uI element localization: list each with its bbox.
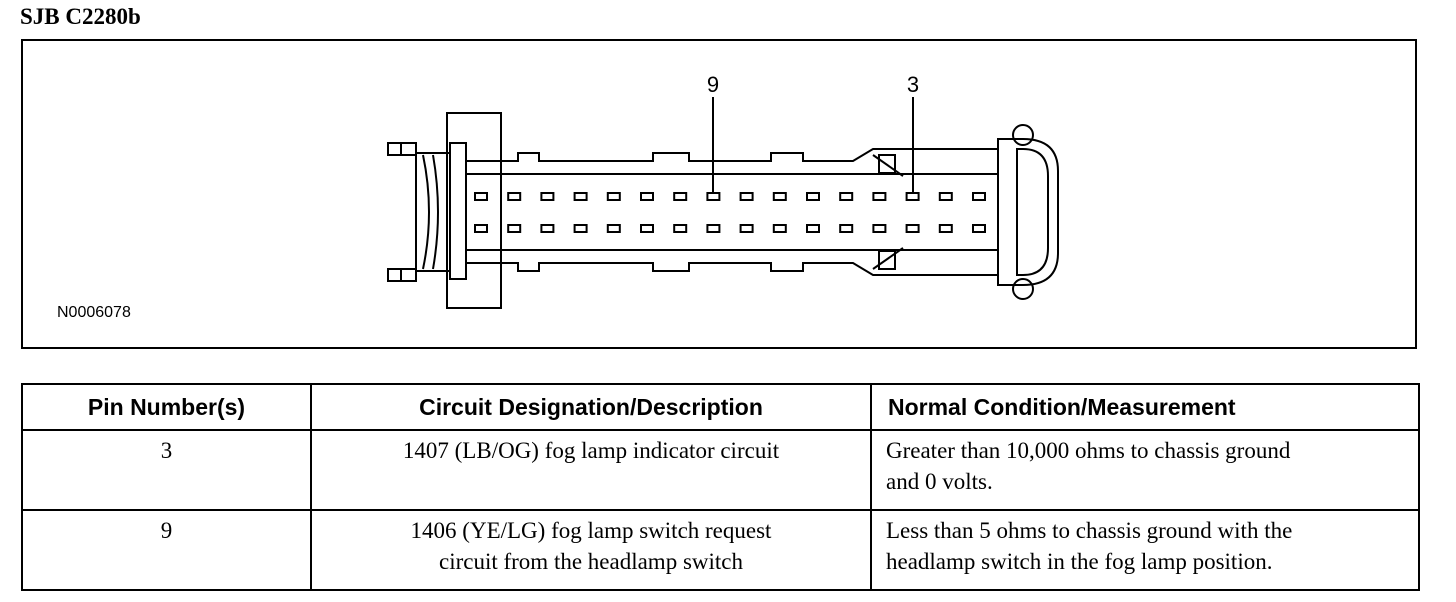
circuit-cell: 1407 (LB/OG) fog lamp indicator circuit [310,429,872,511]
pin-cavity [905,192,920,201]
pin-cavity [938,224,953,233]
pin-cavity [772,192,787,201]
pin-cavity [474,192,488,201]
circuit-line: circuit from the headlamp switch [438,549,743,574]
pin-cavity [972,224,986,233]
pin-cavity [872,192,887,201]
top-latch [1012,124,1034,146]
pin-cavity [806,224,820,233]
connector-drawing [387,97,1059,309]
pin-cavity [972,192,986,201]
pin-cavity [507,224,522,233]
measurement-line: Less than 5 ohms to chassis ground with … [886,518,1293,543]
header-normal-condition: Normal Condition/Measurement [870,383,1420,431]
pin-cavity [905,224,920,233]
pin-cavity [507,192,522,201]
pin-cavity [640,192,654,201]
pin-callout-9: 9 [706,72,720,97]
pin-cavity [938,192,953,201]
pin-cavity [706,224,721,233]
table-row: 9 1406 (YE/LG) fog lamp switch request c… [21,509,1420,591]
pin-cavity [573,192,588,201]
pin-number-cell: 3 [21,429,312,511]
measurement-cell: Greater than 10,000 ohms to chassis grou… [870,429,1420,511]
measurement-line: Greater than 10,000 ohms to chassis grou… [886,438,1291,463]
pin-cavity [474,224,488,233]
pin-cavity [606,224,621,233]
pin-cavity [806,192,820,201]
measurement-cell: Less than 5 ohms to chassis ground with … [870,509,1420,591]
pin-cavity [673,192,688,201]
pin-number-cell: 9 [21,509,312,591]
table-row: 3 1407 (LB/OG) fog lamp indicator circui… [21,429,1420,511]
pin-table: Pin Number(s) Circuit Designation/Descri… [21,383,1420,591]
pin-cavities [474,192,986,233]
pin-cavity [839,224,854,233]
pin-cavity [573,224,588,233]
measurement-line: headlamp switch in the fog lamp position… [886,549,1273,574]
pin-cavity [772,224,787,233]
pin-callout-3: 3 [906,72,920,97]
pin-cavity [540,224,555,233]
bottom-latch [1012,278,1034,300]
pin-cavity [739,224,754,233]
header-pin-numbers: Pin Number(s) [21,383,312,431]
circuit-line: 1407 (LB/OG) fog lamp indicator circuit [402,438,780,463]
pin-cavity [606,192,621,201]
locking-collar [446,112,502,309]
pin-cavity [540,192,555,201]
measurement-line: and 0 volts. [886,469,993,494]
page-title: SJB C2280b [20,4,141,29]
circuit-line: 1406 (YE/LG) fog lamp switch request [410,518,772,543]
pin-cavity [739,192,754,201]
circuit-cell: 1406 (YE/LG) fog lamp switch request cir… [310,509,872,591]
pin-cavity [839,192,854,201]
pin-cavity [706,192,721,201]
pin-cavity [872,224,887,233]
connector-diagram: 9 3 N0006078 [21,39,1417,349]
header-circuit-designation: Circuit Designation/Description [310,383,872,431]
pin-cavity [640,224,654,233]
reference-code: N0006078 [57,304,131,321]
table-header-row: Pin Number(s) Circuit Designation/Descri… [21,383,1420,431]
pin-cavity [673,224,688,233]
